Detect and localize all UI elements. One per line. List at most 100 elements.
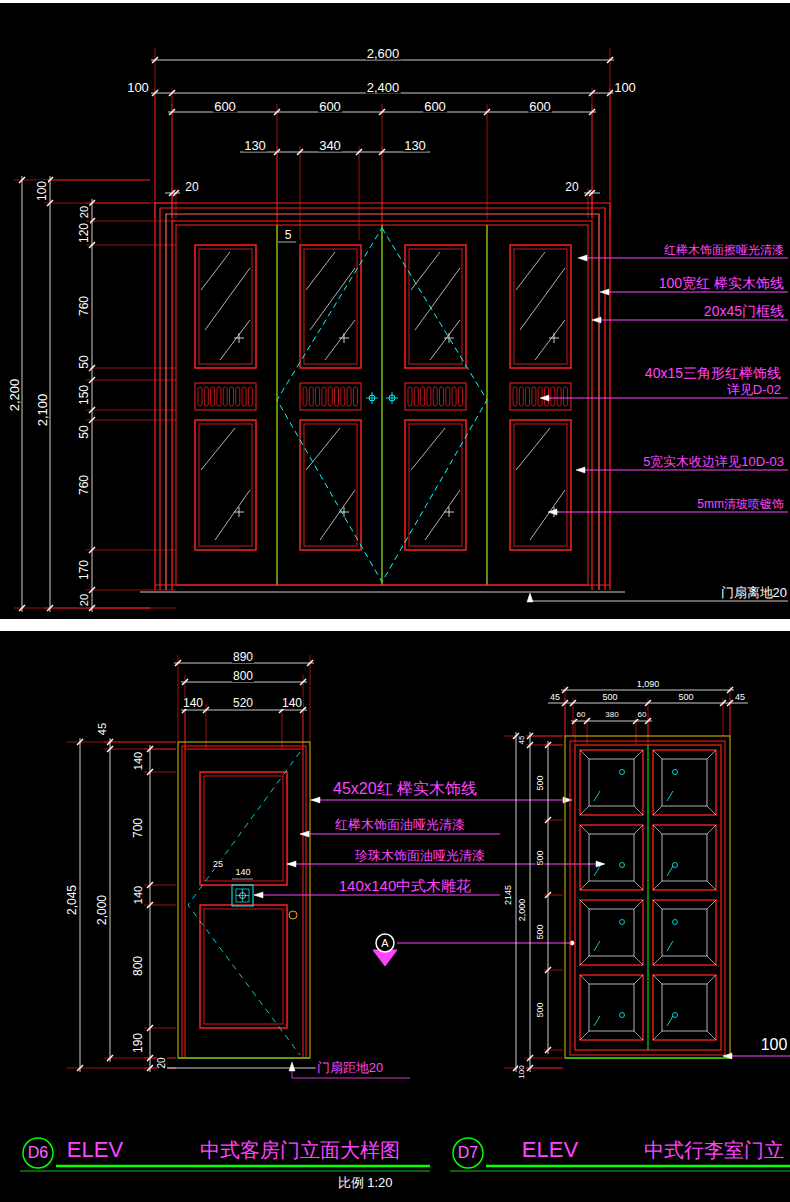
- callout-text: ELEV: [66, 1139, 124, 1161]
- callout-text: 100宽红 榉实木饰线: [658, 276, 785, 290]
- dimension-tick: [545, 1047, 551, 1053]
- dimension-text: 2,200: [8, 378, 21, 413]
- door-leaf: [575, 745, 721, 1050]
- door-frame: [182, 746, 306, 1058]
- dimension-tick: [77, 739, 83, 745]
- leader-line: [548, 398, 788, 399]
- glass-hatch: [415, 268, 460, 330]
- extension-line: [565, 686, 566, 736]
- extension-line: [66, 742, 176, 743]
- dimension-text: 20: [79, 205, 90, 219]
- carved-slot: [513, 387, 517, 406]
- raised-panel: [662, 834, 707, 881]
- dimension-text: 100: [518, 1064, 526, 1079]
- glass-panel: [405, 420, 466, 550]
- raised-panel: [589, 759, 634, 806]
- arrow-head: [540, 395, 549, 401]
- door-frame: [172, 221, 592, 590]
- glass-mark: [594, 791, 600, 801]
- extension-line: [300, 146, 301, 240]
- carved-slot: [217, 387, 221, 406]
- leader-line: [397, 943, 570, 944]
- panel-bevel: [634, 1031, 643, 1040]
- glass-panel: [510, 245, 571, 368]
- carving: [240, 893, 246, 899]
- glass-mark: [673, 1013, 678, 1018]
- dimension-text: 500: [601, 693, 618, 702]
- glass-mark: [594, 866, 600, 876]
- dimension-text: 20: [184, 181, 199, 193]
- dimension-line: [530, 732, 531, 1072]
- dimension-text: 2,000: [96, 894, 108, 926]
- dimension-text: 500: [536, 1001, 545, 1018]
- dimension-tick: [147, 1055, 153, 1061]
- callout-text: 门扇距地20: [316, 1061, 384, 1074]
- leader-line: [530, 601, 788, 602]
- panel-bevel: [634, 900, 643, 909]
- dimension-text: 800: [132, 955, 144, 977]
- door-bottom: [178, 1058, 310, 1059]
- raised-panel: [662, 909, 707, 956]
- callout-text: 中式行李室门立: [643, 1140, 785, 1160]
- carved-slot: [427, 387, 431, 406]
- glass-hatch: [535, 320, 565, 360]
- dimension-line: [232, 879, 253, 880]
- carved-band: [510, 383, 571, 410]
- dimension-text: 500: [536, 923, 545, 940]
- carved-slot: [519, 387, 523, 406]
- glass-mark: [620, 1013, 625, 1018]
- dimension-tick: [527, 1055, 533, 1061]
- swing-line: [188, 752, 300, 1055]
- dimension-text: 25: [212, 860, 224, 869]
- extension-line: [86, 550, 176, 551]
- dimension-text: 2145: [504, 884, 513, 906]
- glass-panel: [304, 249, 357, 364]
- glass-panel: [199, 249, 252, 364]
- glass-panel: [409, 249, 462, 364]
- dimension-text: 140: [234, 868, 251, 877]
- extension-line: [86, 245, 176, 246]
- dimension-line: [240, 152, 430, 153]
- dimension-line: [22, 176, 23, 612]
- dimension-text: 100: [36, 180, 48, 202]
- dimension-line: [80, 738, 81, 1072]
- leaf-joint: [277, 225, 278, 585]
- glass-mark: [667, 941, 673, 951]
- glass-mark: [239, 333, 240, 343]
- glass-hatch: [320, 490, 355, 540]
- raised-panel: [580, 900, 643, 965]
- dimension-tick: [169, 109, 175, 115]
- dimension-line: [516, 732, 517, 1072]
- dimension-tick: [562, 700, 568, 706]
- door-leaf: [382, 225, 487, 585]
- dimension-text: 20: [564, 181, 579, 193]
- panel-bevel: [634, 956, 643, 965]
- dimension-tick: [589, 90, 595, 96]
- title-bar: [450, 1171, 790, 1172]
- panel-bevel: [707, 975, 716, 984]
- extension-line: [104, 742, 176, 743]
- carved-slot: [446, 387, 450, 406]
- glass-mark: [667, 866, 673, 876]
- leader-line: [608, 292, 788, 293]
- dimension-text: 1,090: [636, 680, 661, 689]
- drawing-number-circle: D7: [452, 1137, 484, 1169]
- callout-text: 详见D-02: [726, 383, 782, 396]
- extension-line: [185, 675, 186, 749]
- carved-band: [405, 383, 466, 410]
- extension-line: [610, 88, 611, 218]
- panel-bevel: [580, 956, 589, 965]
- dimension-text: 2,600: [366, 47, 401, 60]
- symbol-label: D7: [458, 1145, 478, 1161]
- leaf-joint: [382, 225, 383, 585]
- arrow-head: [311, 797, 320, 803]
- leader-line: [586, 258, 788, 259]
- dimension-tick: [545, 817, 551, 823]
- glass-panel: [514, 249, 567, 364]
- panel-bevel: [707, 825, 716, 834]
- carved-slot: [440, 387, 444, 406]
- dimension-tick: [19, 605, 25, 611]
- glass-hatch: [201, 428, 235, 470]
- carved-slot: [316, 387, 320, 406]
